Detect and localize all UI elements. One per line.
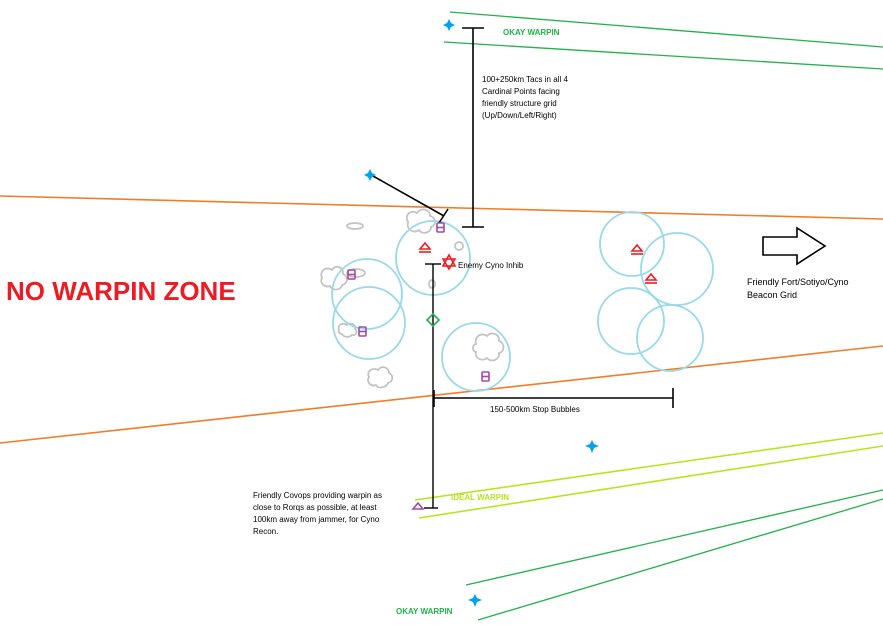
ideal-warpin-label: IDEAL WARPIN — [451, 493, 509, 502]
stop-bubble — [331, 258, 403, 330]
pos-icon — [481, 371, 490, 382]
inhib-star-icon — [441, 253, 457, 271]
okay-warpin-bottom-label: OKAY WARPIN — [396, 607, 453, 616]
friendly-grid-line-1: Friendly Fort/Sotiyo/Cyno — [747, 277, 849, 287]
tac-range-bar — [462, 27, 484, 228]
rorqual-icon — [630, 243, 644, 255]
boundary-line-bottom — [0, 345, 883, 444]
covops-note-line-1: Friendly Covops providing warpin as — [253, 491, 382, 500]
tacs-note-line-2: Cardinal Points facing — [482, 87, 560, 96]
stop-bubbles-label: 150-500km Stop Bubbles — [490, 405, 580, 414]
okay-warpin-line-bottom-2 — [477, 498, 883, 621]
okay-warpin-line-bottom-1 — [465, 489, 883, 586]
pos-icon — [347, 269, 356, 280]
covops-note-line-4: Recon. — [253, 527, 278, 536]
stop-bubble — [332, 286, 406, 360]
stop-bubble — [599, 211, 665, 277]
ideal-warpin-line-2 — [418, 445, 883, 519]
asteroid-icon — [454, 241, 464, 251]
cyan-star-icon — [364, 169, 376, 181]
friendly-grid-line-2: Beacon Grid — [747, 290, 797, 300]
boundary-line-top — [0, 195, 883, 220]
tac-diagonal-line — [372, 175, 449, 224]
no-warpin-zone-label: NO WARPIN ZONE — [6, 276, 236, 306]
tacs-note-line-1: 100+250km Tacs in all 4 — [482, 75, 568, 84]
asteroid-icon — [337, 322, 358, 338]
stop-bubble — [636, 304, 704, 372]
cyan-star-icon — [468, 594, 482, 607]
okay-warpin-line-top-1 — [449, 11, 883, 48]
pos-icon — [358, 326, 367, 337]
okay-warpin-top-label: OKAY WARPIN — [503, 28, 560, 37]
ideal-warpin-line-1 — [414, 432, 883, 501]
cyan-star-icon — [585, 440, 599, 453]
okay-warpin-line-top-2 — [443, 41, 883, 70]
rorqual-icon — [644, 272, 658, 284]
covops-diamond-icon — [425, 312, 441, 328]
covops-note-line-2: close to Rorqs as possible, at least — [253, 503, 377, 512]
rorqual-icon — [418, 241, 432, 253]
stop-bubble — [441, 322, 511, 392]
asteroid-icon — [367, 366, 394, 389]
asteroid-icon — [472, 332, 505, 362]
covops-triangle-icon — [411, 501, 425, 510]
asteroid-icon — [428, 279, 436, 289]
asteroid-icon — [346, 222, 364, 230]
stop-bubble — [597, 287, 665, 355]
enemy-cyno-inhib-label: Enemy Cyno Inhib — [458, 261, 524, 270]
cyan-star-icon — [443, 19, 455, 31]
covops-note-line-3: 100km away from jammer, for Cyno — [253, 515, 380, 524]
covops-range-line — [424, 263, 441, 509]
arrow-right-icon — [762, 226, 827, 266]
stop-bubble-range-bar — [433, 388, 674, 408]
tacs-note-line-3: friendly structure grid — [482, 99, 557, 108]
pos-icon — [436, 222, 445, 233]
tacs-note-line-4: (Up/Down/Left/Right) — [482, 111, 557, 120]
asteroid-icon — [320, 265, 348, 291]
